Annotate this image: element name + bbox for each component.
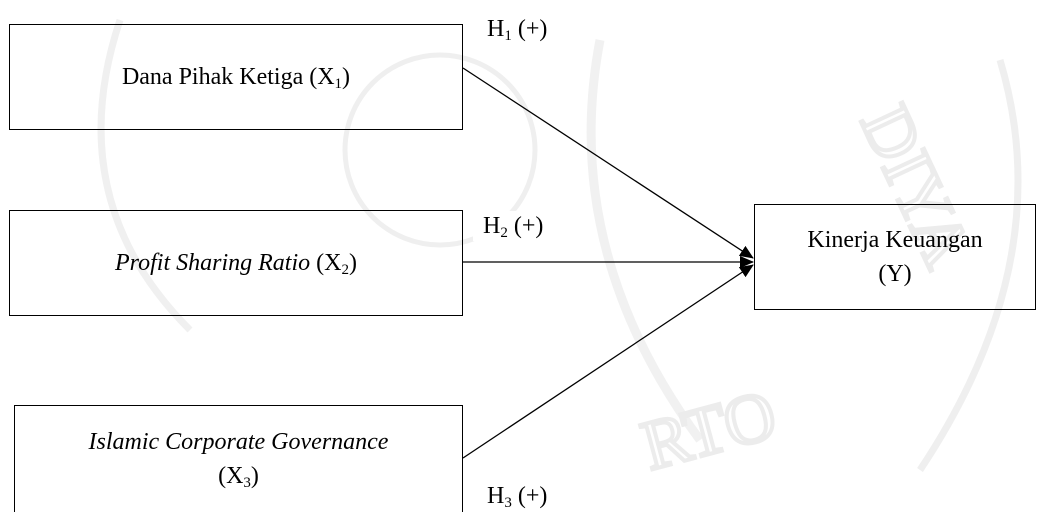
node-x1-var-sub: 1 — [334, 76, 343, 92]
h1-letter: H — [487, 16, 505, 42]
node-x3-islamic-corporate-governance: Islamic Corporate Governance (X3) — [14, 405, 463, 512]
node-x2-profit-sharing-ratio: Profit Sharing Ratio (X2) — [9, 210, 463, 316]
node-y-line2: (Y) — [878, 261, 912, 287]
arrow-x3-to-y — [462, 264, 754, 459]
node-x1-var-close: ) — [342, 64, 351, 90]
node-x3-var-close: ) — [250, 463, 259, 489]
arrow-x1-to-y — [462, 67, 754, 259]
hypothesis-label-h1: H1 (+) — [477, 14, 558, 44]
node-x1-name: Dana Pihak Ketiga — [121, 64, 304, 90]
h3-letter: H — [487, 483, 505, 509]
hypothesis-label-h3: H3 (+) — [477, 481, 558, 511]
node-x3-name: Islamic Corporate Governance — [88, 429, 389, 455]
node-x2-var-open: (X — [316, 250, 342, 276]
node-x2-var-close: ) — [348, 250, 357, 276]
node-y-line1: Kinerja Keuangan — [807, 227, 983, 253]
h3-sub: 3 — [504, 495, 512, 511]
h2-letter: H — [483, 213, 501, 239]
node-x2-name: Profit Sharing Ratio — [115, 250, 311, 276]
node-x1-var-open: (X — [309, 64, 335, 90]
h1-sub: 1 — [504, 28, 512, 44]
hypothesis-label-h2: H2 (+) — [473, 211, 554, 241]
h1-sign: (+) — [517, 16, 548, 42]
node-x1-dana-pihak-ketiga: Dana Pihak Ketiga (X1) — [9, 24, 463, 130]
h2-sign: (+) — [513, 213, 544, 239]
node-x2-var-sub: 2 — [341, 262, 349, 278]
node-y-kinerja-keuangan: Kinerja Keuangan (Y) — [754, 204, 1036, 310]
node-x3-var-open: (X — [218, 463, 244, 489]
h2-sub: 2 — [500, 225, 508, 241]
h3-sign: (+) — [517, 483, 548, 509]
node-x3-var-sub: 3 — [243, 475, 251, 491]
